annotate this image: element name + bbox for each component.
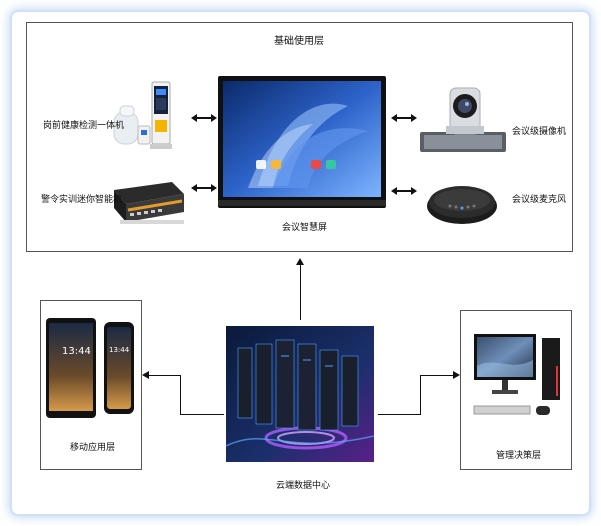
health-kiosk-label: 岗前健康检测一体机 [43,121,125,131]
connector-cloud-mgmt-head [453,371,460,379]
meeting-screen-label: 会议智慧屏 [282,223,328,233]
desktop-computer-image [470,326,566,426]
arrow-kiosk-screen [191,114,217,122]
connector-cloud-mobile-v [180,375,181,415]
training-box-label: 警令实训迷你智能机 [41,195,123,205]
camera-label: 会议级摄像机 [512,127,567,137]
basic-layer-title: 基础使用层 [274,36,324,47]
mobile-devices-image [46,316,136,422]
health-kiosk-image [112,80,182,152]
connector-cloud-mgmt-h1 [378,414,420,415]
arrow-screen-mic [391,187,417,195]
connector-cloud-mobile-h2 [148,375,181,376]
arrow-box-screen [191,184,217,192]
mobile-layer-label: 移动应用层 [70,443,116,453]
phone-time: 13:44 [109,346,130,354]
connector-cloud-mgmt-h2 [420,375,454,376]
smart-screen-image [218,76,386,208]
arrow-screen-camera [391,114,417,122]
cloud-datacenter-image [225,326,375,462]
conference-microphone-image [424,176,500,230]
microphone-label: 会议级麦克风 [512,195,567,205]
conference-camera-image [420,82,506,154]
connector-cloud-mgmt-v [420,375,421,415]
cloud-center-label: 云端数据中心 [276,481,331,491]
arrow-cloud-up-head [296,258,304,265]
connector-cloud-mobile-head [142,371,149,379]
tablet-time: 13:44 [62,346,91,357]
training-box-image [110,180,186,226]
arrow-cloud-up [300,264,301,320]
connector-cloud-mobile-h1 [180,414,224,415]
management-layer-label: 管理决策层 [496,451,542,461]
